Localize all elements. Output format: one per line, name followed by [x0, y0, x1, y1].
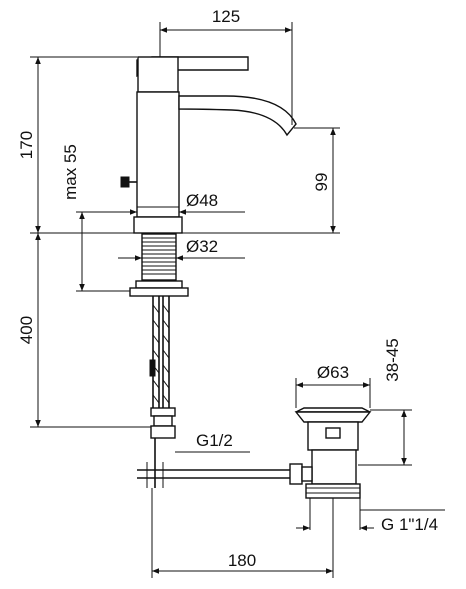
popup-rod — [137, 438, 290, 488]
popup-knob — [120, 176, 130, 188]
handle-cap — [137, 56, 179, 93]
dim-g12: G1/2 — [196, 431, 233, 450]
waste-body — [311, 449, 357, 485]
rod-connector — [289, 463, 303, 485]
fixing-washer — [129, 287, 189, 297]
dim-170: 170 — [17, 131, 36, 159]
braided-hoses — [149, 296, 170, 408]
waste-flange — [294, 411, 372, 423]
dim-g114: G 1"1/4 — [381, 515, 438, 534]
dim-125: 125 — [212, 7, 240, 26]
threaded-shank — [141, 233, 177, 281]
dimension-labels: 125 170 max 55 99 Ø48 Ø32 400 Ø63 38-45 … — [17, 7, 438, 570]
popup-waste — [289, 407, 372, 499]
dim-dia-48: Ø48 — [186, 191, 218, 210]
waste-thread — [305, 483, 361, 499]
dim-dia-32: Ø32 — [186, 237, 218, 256]
fixing-nut — [135, 280, 183, 289]
shank-threads — [142, 237, 176, 275]
dim-180: 180 — [228, 551, 256, 570]
dim-400: 400 — [17, 316, 36, 344]
faucet-base — [133, 216, 183, 234]
waste-plug-slot — [325, 427, 341, 439]
hose-fitting-mid — [153, 415, 173, 427]
hose-fitting-nut — [150, 425, 176, 439]
dim-99: 99 — [312, 173, 331, 192]
dim-38-45: 38-45 — [383, 338, 402, 381]
dimension-lines — [30, 22, 445, 578]
dim-max-55: max 55 — [61, 144, 80, 200]
faucet-column — [136, 91, 180, 218]
dim-dia-63: Ø63 — [317, 363, 349, 382]
spout — [178, 95, 297, 137]
faucet-body — [120, 56, 297, 488]
hose-fitting-top — [150, 407, 176, 417]
